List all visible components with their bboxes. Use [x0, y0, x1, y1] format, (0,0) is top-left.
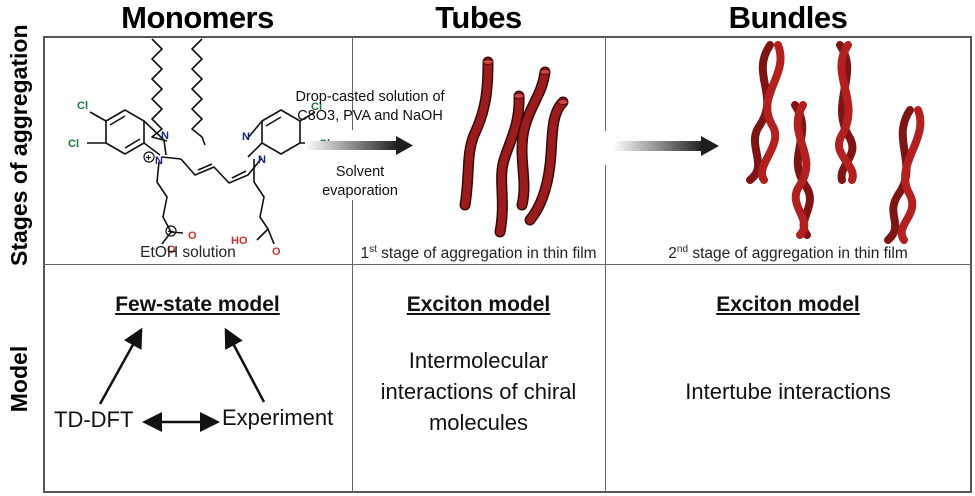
atom-o-2: O	[167, 244, 176, 256]
model-description-bundles: Intertube interactions	[605, 376, 971, 407]
bundles-caption-text: stage of aggregation in thin film	[688, 245, 908, 263]
row-title-stages: Stages of aggregation	[6, 24, 32, 266]
monomer-caption: EtOH solution	[140, 244, 236, 261]
process-conditions-line-1: Drop-casted solution of	[295, 89, 445, 105]
model-description-tubes-line-3: molecules	[428, 410, 529, 435]
grid-col-divider-1-top	[352, 36, 353, 130]
tubes-caption: 1st stage of aggregation in thin film	[352, 244, 605, 263]
column-title-tubes: Tubes	[435, 0, 522, 35]
bundle	[791, 101, 814, 239]
bundle	[746, 41, 785, 184]
tubes-illustration	[459, 56, 569, 238]
atom-cl-3: Cl	[311, 101, 322, 113]
solvent-evaporation-line-2: evaporation	[322, 183, 398, 199]
atom-o-1: O	[188, 230, 197, 242]
bundles-caption: 2nd stage of aggregation in thin film	[605, 244, 971, 263]
atom-o-3: O	[272, 246, 281, 258]
atom-n-1: N	[161, 130, 169, 142]
atom-ho: HO	[231, 235, 248, 247]
negative-charge-icon	[165, 225, 177, 237]
positive-charge-sign: +	[146, 153, 152, 164]
aggregation-arrow-icon	[612, 136, 719, 156]
grid-col-divider-1-bottom	[352, 200, 353, 492]
grid-border-top	[43, 36, 972, 38]
bundles-caption-ordinal: 2	[668, 245, 677, 263]
bundle	[835, 41, 857, 184]
solvent-evaporation-text: Solvent evaporation	[295, 163, 425, 201]
alkyl-chain-left	[151, 38, 168, 142]
few-state-arrows	[98, 327, 266, 432]
solvent-evaporation-line-1: Solvent	[335, 164, 385, 180]
tubes-caption-text: stage of aggregation in thin film	[376, 245, 597, 263]
grid-border-bottom	[43, 491, 972, 493]
tube	[459, 56, 494, 211]
grid-col-divider-2-bottom	[605, 165, 606, 492]
bundles-caption-suffix: nd	[676, 244, 689, 255]
model-heading-exciton-bundles: Exciton model	[716, 293, 860, 316]
model-description-tubes: Intermolecular interactions of chiral mo…	[352, 345, 605, 438]
tube	[494, 90, 525, 238]
atom-cl-1: Cl	[77, 100, 88, 112]
model-heading-exciton-tubes: Exciton model	[406, 293, 551, 316]
arrow-tddft-to-model	[98, 327, 143, 405]
node-experiment: Experiment	[222, 405, 334, 430]
column-title-bundles: Bundles	[728, 0, 848, 35]
alkyl-chain-right	[191, 38, 206, 146]
model-description-tubes-line-1: Intermolecular	[408, 348, 549, 373]
column-title-monomers: Monomers	[121, 0, 274, 35]
arrow-experiment-to-model	[224, 327, 266, 403]
negative-charge-sign: −	[168, 226, 174, 238]
tubes-caption-suffix: st	[369, 244, 377, 255]
atom-n-3: N	[242, 131, 250, 143]
process-conditions-text: Drop-casted solution of C8O3, PVA and Na…	[282, 88, 458, 126]
atom-cl-2: Cl	[68, 138, 79, 150]
positive-charge-icon	[143, 151, 155, 163]
grid-row-divider	[43, 264, 972, 265]
bundle	[884, 106, 925, 244]
grid-col-divider-2-top	[605, 36, 606, 131]
atom-n-4: N	[258, 154, 266, 166]
process-conditions-line-2: C8O3, PVA and NaOH	[297, 108, 443, 124]
tubes-caption-ordinal: 1	[360, 245, 370, 263]
model-description-bundles-line-1: Intertube interactions	[685, 379, 891, 404]
tube	[524, 96, 569, 226]
model-heading-few-state: Few-state model	[115, 293, 280, 316]
tube	[516, 66, 551, 211]
node-tddft: TD-DFT	[54, 407, 134, 432]
bundles-illustration	[746, 41, 925, 244]
model-description-tubes-line-2: interactions of chiral	[380, 379, 577, 404]
row-title-model: Model	[6, 345, 32, 413]
atom-n-2: N	[155, 155, 163, 167]
process-arrow-icon	[305, 136, 413, 155]
